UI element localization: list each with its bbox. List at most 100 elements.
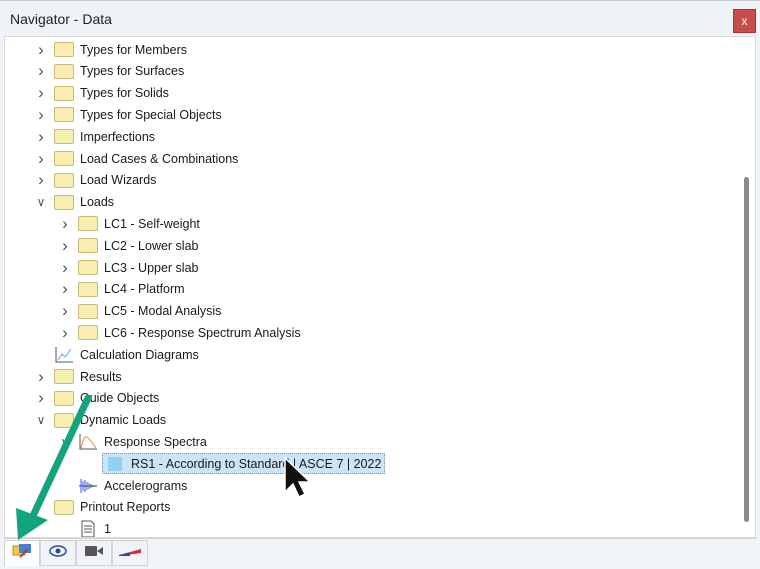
tree-item-label: Dynamic Loads: [80, 413, 167, 428]
tree-item-label: LC1 - Self-weight: [104, 216, 200, 231]
color-scale-icon: [118, 544, 142, 562]
chevron-right-icon[interactable]: ›: [62, 301, 68, 321]
folder-icon: [54, 499, 74, 515]
tree-item-label: LC4 - Platform: [104, 282, 185, 297]
tree-item-label: Results: [80, 369, 122, 384]
tree-item-label: Loads: [80, 195, 115, 210]
tree-item-label: Load Cases & Combinations: [80, 151, 239, 166]
folder-icon: [54, 412, 74, 428]
tree-item[interactable]: Types for Surfaces: [54, 61, 184, 82]
folder-icon: [54, 172, 74, 188]
chevron-right-icon[interactable]: ›: [62, 322, 68, 342]
tree-item-label: Types for Solids: [80, 86, 169, 101]
tree-item[interactable]: 1: [78, 519, 111, 537]
chevron-right-icon[interactable]: ›: [38, 61, 44, 81]
tree-item[interactable]: Calculation Diagrams: [54, 344, 199, 365]
tree-item-label: Types for Surfaces: [80, 64, 185, 79]
chevron-right-icon[interactable]: ›: [38, 83, 44, 103]
close-button[interactable]: x: [733, 9, 756, 33]
tree-item[interactable]: LC1 - Self-weight: [78, 213, 200, 234]
chevron-right-icon[interactable]: ›: [38, 104, 44, 124]
chevron-right-icon[interactable]: ›: [62, 235, 68, 255]
folder-icon: [78, 325, 98, 341]
navigator-toolbar: [4, 538, 756, 566]
tree-item[interactable]: LC2 - Lower slab: [78, 235, 199, 256]
tree-item[interactable]: Loads: [54, 192, 114, 213]
tree-item-label: Printout Reports: [80, 500, 171, 515]
data-navigator-icon: [12, 543, 32, 564]
spectrum-icon: [78, 433, 98, 451]
chevron-right-icon[interactable]: ›: [62, 257, 68, 277]
folder-icon: [78, 216, 98, 232]
scrollbar-thumb[interactable]: [744, 177, 749, 522]
tree-item[interactable]: LC4 - Platform: [78, 279, 185, 300]
chevron-down-icon[interactable]: ∨: [36, 413, 46, 428]
tree-item-label: 1: [104, 522, 111, 537]
chevron-right-icon[interactable]: ›: [38, 366, 44, 386]
color-scale-tab[interactable]: [112, 540, 148, 566]
chevron-right-icon[interactable]: ›: [62, 213, 68, 233]
folder-icon: [78, 238, 98, 254]
tree-item[interactable]: LC5 - Modal Analysis: [78, 301, 221, 322]
folder-icon: [78, 303, 98, 319]
chevron-down-icon[interactable]: ∨: [36, 195, 46, 210]
folder-icon: [54, 369, 74, 384]
data-navigator-tab[interactable]: [4, 540, 40, 566]
chevron-right-icon[interactable]: ›: [38, 39, 44, 59]
tree-item[interactable]: Imperfections: [54, 126, 155, 147]
tree-item[interactable]: LC6 - Response Spectrum Analysis: [78, 322, 301, 343]
eye-tab[interactable]: [40, 540, 76, 566]
tree-item-label: Types for Special Objects: [80, 107, 222, 122]
camera-tab[interactable]: [76, 540, 112, 566]
vertical-scrollbar[interactable]: [741, 37, 751, 537]
folder-icon: [78, 281, 98, 297]
tree-item-label: Guide Objects: [80, 391, 160, 406]
tree-item[interactable]: Load Wizards: [54, 170, 156, 191]
tree-item[interactable]: Results: [54, 366, 122, 387]
tree-item[interactable]: Types for Members: [54, 39, 187, 60]
diagram-icon: [54, 346, 74, 364]
tree-item[interactable]: Types for Solids: [54, 83, 169, 104]
tree-item[interactable]: Dynamic Loads: [54, 410, 166, 431]
title-bar: Navigator - Data x: [0, 0, 760, 36]
chevron-right-icon[interactable]: ›: [38, 148, 44, 168]
tree-item-label: Imperfections: [80, 129, 156, 144]
chevron-right-icon[interactable]: ›: [62, 279, 68, 299]
folder-icon: [54, 63, 74, 79]
tree-item[interactable]: Response Spectra: [78, 431, 207, 452]
color-swatch-icon: [105, 455, 125, 473]
tree-item-label: Types for Members: [80, 42, 187, 57]
tree-item-label: Calculation Diagrams: [80, 347, 199, 362]
navigator-tree: › Types for Members › Types for Surfaces › Ty…: [4, 36, 756, 538]
folder-icon: [54, 390, 74, 406]
tree-item-selected[interactable]: RS1 - According to Standard | ASCE 7 | 2…: [102, 453, 386, 475]
chevron-right-icon[interactable]: ›: [38, 126, 44, 146]
tree-item-label: RS1 - According to Standard | ASCE 7 | 2…: [131, 456, 382, 471]
folder-icon: [54, 151, 74, 166]
eye-icon: [49, 544, 67, 562]
chevron-right-icon[interactable]: ›: [38, 388, 44, 408]
tree-item[interactable]: Load Cases & Combinations: [54, 148, 238, 169]
tree-item-label: Response Spectra: [104, 434, 207, 449]
tree-item[interactable]: Guide Objects: [54, 388, 159, 409]
tree-item[interactable]: Accelerograms: [78, 475, 187, 496]
camera-icon: [84, 544, 104, 562]
folder-icon: [54, 129, 74, 145]
tree-item-label: LC6 - Response Spectrum Analysis: [104, 325, 301, 340]
folder-icon: [54, 42, 74, 57]
folder-icon: [54, 85, 74, 101]
tree-item[interactable]: Types for Special Objects: [54, 104, 222, 125]
chevron-right-icon[interactable]: ›: [38, 170, 44, 190]
chevron-down-icon[interactable]: ∨: [60, 434, 70, 449]
tree-item-label: LC3 - Upper slab: [104, 260, 199, 275]
tree-item-label: LC2 - Lower slab: [104, 238, 199, 253]
window-title: Navigator - Data: [10, 11, 112, 27]
accelerogram-icon: [78, 477, 98, 495]
tree-item[interactable]: LC3 - Upper slab: [78, 257, 199, 278]
folder-icon: [54, 107, 74, 123]
folder-icon: [54, 194, 74, 210]
tree-item[interactable]: Printout Reports: [54, 497, 170, 518]
tree-item-label: Accelerograms: [104, 478, 188, 493]
tree-item-label: LC5 - Modal Analysis: [104, 304, 222, 319]
tree-item-label: Load Wizards: [80, 173, 157, 188]
